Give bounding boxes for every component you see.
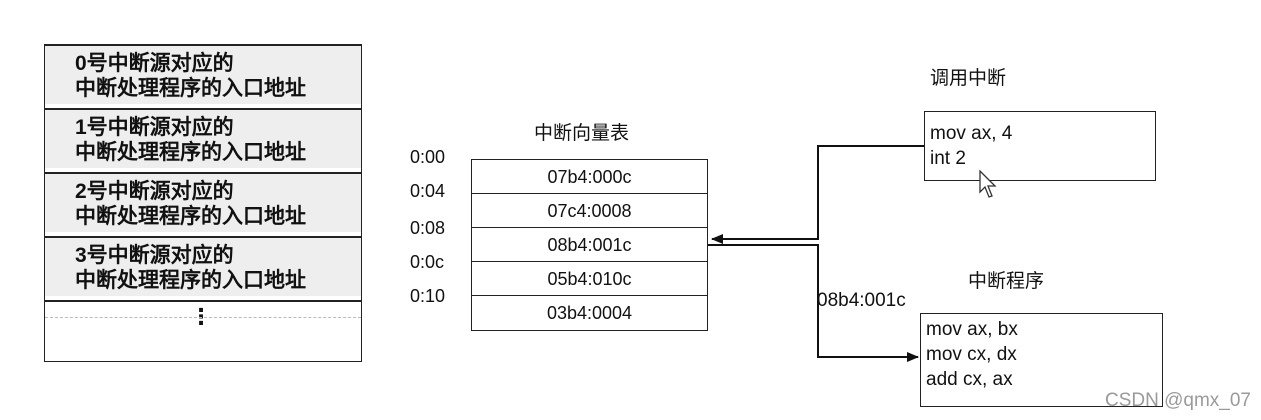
entry-cell-2: 2号中断源对应的 中断处理程序的入口地址	[45, 172, 361, 232]
call-interrupt-title: 调用中断	[930, 68, 1007, 89]
isr-title: 中断程序	[968, 271, 1045, 292]
mouse-pointer-icon	[979, 170, 997, 198]
interrupt-vector-table: 07b4:000c 07c4:0008 08b4:001c 05b4:010c …	[471, 159, 708, 331]
vector-entry-4: 03b4:0004	[546, 303, 633, 323]
entry-cell-0-line1: 0号中断源对应的	[75, 52, 234, 75]
call-code-line-0: mov ax, 4	[930, 123, 1013, 144]
isr-entry-address: 08b4:001c	[817, 290, 906, 311]
entry-cell-1-line2: 中断处理程序的入口地址	[75, 141, 306, 164]
entry-cell-1: 1号中断源对应的 中断处理程序的入口地址	[45, 108, 361, 168]
vector-entry-3: 05b4:010c	[472, 262, 707, 296]
vector-address-0: 0:00	[410, 147, 446, 167]
entry-cell-more: ⋮	[45, 300, 361, 362]
call-code-line-1: int 2	[930, 148, 966, 169]
isr-code-line-2: add cx, ax	[926, 369, 1013, 390]
vector-address-3: 0:0c	[410, 252, 445, 272]
isr-code-line-1: mov cx, dx	[926, 344, 1017, 365]
entry-cell-2-line1: 2号中断源对应的	[75, 180, 234, 203]
isr-code-line-0: mov ax, bx	[926, 319, 1018, 340]
entry-cell-2-line2: 中断处理程序的入口地址	[75, 205, 306, 228]
interrupt-entry-stack: 0号中断源对应的 中断处理程序的入口地址 1号中断源对应的 中断处理程序的入口地…	[44, 44, 362, 362]
vector-entry-1: 07c4:0008	[472, 194, 707, 228]
vector-address-1: 0:04	[410, 181, 446, 201]
isr-code-box: mov ax, bx mov cx, dx add cx, ax	[920, 313, 1163, 407]
entry-cell-0-line2: 中断处理程序的入口地址	[75, 77, 306, 100]
vector-entry-2: 08b4:001c	[472, 228, 707, 262]
vector-address-4: 0:10	[410, 286, 446, 306]
call-to-table-arrow	[711, 145, 924, 244]
entry-cell-3-line1: 3号中断源对应的	[75, 244, 234, 267]
table-to-isr-arrow	[708, 244, 919, 362]
vector-address-2: 0:08	[410, 218, 446, 238]
vector-table-title: 中断向量表	[534, 123, 630, 144]
vector-entry-0: 07b4:000c	[472, 160, 707, 194]
entry-cell-0: 0号中断源对应的 中断处理程序的入口地址	[45, 44, 361, 104]
vertical-ellipsis: ⋮	[190, 304, 212, 329]
entry-cell-3-line2: 中断处理程序的入口地址	[75, 269, 306, 292]
csdn-watermark: CSDN @qmx_07	[1105, 390, 1251, 411]
entry-cell-1-line1: 1号中断源对应的	[75, 116, 234, 139]
entry-cell-3: 3号中断源对应的 中断处理程序的入口地址	[45, 236, 361, 296]
call-interrupt-code-box: mov ax, 4 int 2	[924, 111, 1156, 181]
